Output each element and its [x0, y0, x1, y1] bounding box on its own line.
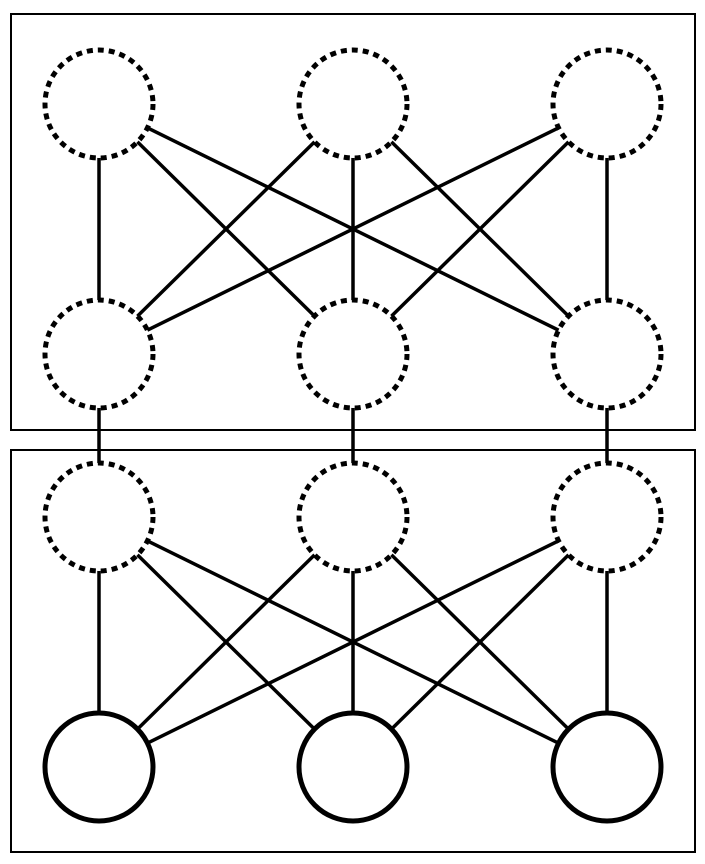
connections	[97, 102, 609, 769]
layer-4-node-1	[42, 710, 156, 824]
edge-layer-3-2-to-layer-4-1	[97, 515, 355, 769]
layer-1-node-1	[42, 47, 156, 161]
layer-2-node-1	[42, 297, 156, 411]
layer-1-node-3	[550, 47, 664, 161]
layer-1-node-2	[296, 47, 410, 161]
layer-4-node-2	[296, 710, 410, 824]
layer-3-node-2	[296, 460, 410, 574]
layer-3-node-3	[550, 460, 664, 574]
layer-2-node-3	[550, 297, 664, 411]
layer-4-node-3	[550, 710, 664, 824]
edge-layer-1-3-to-layer-2-1	[98, 102, 608, 356]
layer-3-node-1	[42, 460, 156, 574]
edge-layer-1-2-to-layer-2-1	[97, 102, 355, 356]
nodes	[42, 47, 664, 824]
edge-layer-3-3-to-layer-4-2	[351, 515, 609, 769]
edge-layer-3-3-to-layer-4-1	[98, 515, 608, 769]
edge-layer-1-3-to-layer-2-2	[351, 102, 609, 356]
layer-2-node-2	[296, 297, 410, 411]
